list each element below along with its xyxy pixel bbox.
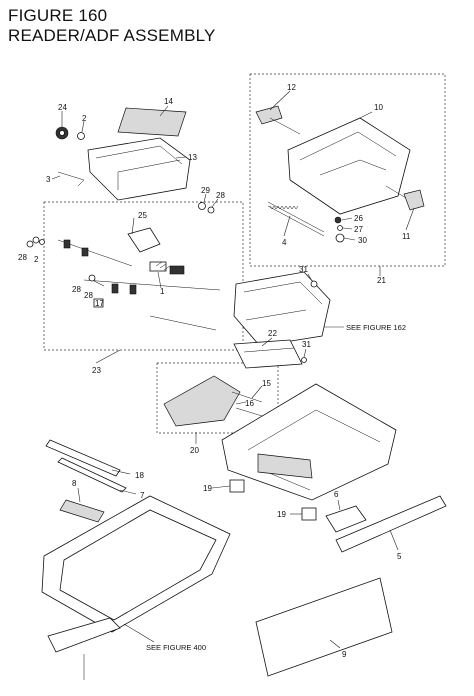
part-5-rail bbox=[335, 495, 447, 553]
part-11-guide bbox=[403, 189, 425, 211]
callout-7: 7 bbox=[140, 491, 145, 500]
callout-11: 11 bbox=[402, 232, 411, 241]
callout-19b: 19 bbox=[277, 510, 286, 519]
part-29 bbox=[198, 202, 206, 210]
feeder-frame bbox=[233, 271, 331, 347]
callout-23: 23 bbox=[92, 366, 101, 375]
callout-13: 13 bbox=[188, 153, 197, 162]
part-25-bracket bbox=[127, 227, 161, 253]
figure-title: FIGURE 160 bbox=[8, 6, 108, 25]
callout-16: 16 bbox=[245, 399, 254, 408]
callout-28c: 28 bbox=[72, 285, 81, 294]
callout-27: 27 bbox=[354, 225, 363, 234]
callout-20: 20 bbox=[190, 446, 199, 455]
part-26 bbox=[334, 216, 342, 224]
leader-lines bbox=[51, 90, 415, 649]
part-7-strip bbox=[57, 457, 127, 493]
group-box-20 bbox=[156, 362, 279, 434]
part-31b-screw bbox=[301, 357, 307, 363]
callout-2b: 2 bbox=[34, 255, 39, 264]
callout-31a: 31 bbox=[299, 265, 308, 274]
callout-29: 29 bbox=[201, 186, 210, 195]
part-3-spring bbox=[57, 171, 85, 187]
callout-9: 9 bbox=[342, 650, 347, 659]
part-18-bar bbox=[45, 439, 121, 477]
callout-28a: 28 bbox=[216, 191, 225, 200]
callout-21: 21 bbox=[377, 276, 386, 285]
part-31-screw bbox=[310, 280, 318, 288]
part-30 bbox=[335, 233, 345, 243]
figure-subtitle: READER/ADF ASSEMBLY bbox=[8, 26, 216, 45]
part-20-cover bbox=[163, 375, 241, 427]
part-9-sheet bbox=[255, 577, 393, 677]
callout-25: 25 bbox=[138, 211, 147, 220]
roller-shaft-lower bbox=[83, 279, 221, 291]
callout-10: 10 bbox=[374, 103, 383, 112]
callout-5: 5 bbox=[397, 552, 402, 561]
callout-8: 8 bbox=[72, 479, 77, 488]
callout-28b: 28 bbox=[18, 253, 27, 262]
callout-31b: 31 bbox=[302, 340, 311, 349]
callout-3: 3 bbox=[46, 175, 51, 184]
callout-28d: 28 bbox=[84, 291, 93, 300]
callout-2a: 2 bbox=[82, 114, 87, 123]
callout-26: 26 bbox=[354, 214, 363, 223]
callout-14: 14 bbox=[164, 97, 173, 106]
roller-shaft-bottom bbox=[149, 315, 217, 331]
part-17-box bbox=[93, 298, 104, 308]
see-figure-400-note: SEE FIGURE 400 bbox=[146, 643, 206, 652]
adf-base-rollers bbox=[257, 453, 313, 479]
callout-30: 30 bbox=[358, 236, 367, 245]
part-4-brush bbox=[267, 201, 325, 237]
callout-22: 22 bbox=[268, 329, 277, 338]
callout-1: 1 bbox=[160, 287, 165, 296]
roller-shaft-upper bbox=[57, 239, 133, 267]
part-8-label bbox=[59, 499, 105, 523]
part-14-sheet bbox=[117, 107, 187, 137]
group-box-21 bbox=[249, 73, 446, 267]
callout-18: 18 bbox=[135, 471, 144, 480]
part-27 bbox=[337, 225, 343, 231]
group-box-23 bbox=[43, 201, 244, 351]
callout-19a: 19 bbox=[203, 484, 212, 493]
part-28-top bbox=[207, 206, 215, 214]
callout-4: 4 bbox=[282, 238, 287, 247]
part-22-guide bbox=[233, 339, 303, 369]
part-16-spring bbox=[231, 391, 263, 403]
part-19a-hinge bbox=[229, 479, 245, 493]
part-12-lever bbox=[255, 105, 283, 125]
part-15-rod bbox=[235, 407, 263, 417]
callout-24: 24 bbox=[58, 103, 67, 112]
callout-labels: 14 13 24 2 3 29 28 12 10 11 4 26 27 30 2… bbox=[18, 83, 411, 659]
part-6-cover bbox=[325, 505, 367, 533]
part-13-cover bbox=[87, 137, 191, 201]
part-19b-hinge bbox=[301, 507, 317, 521]
callout-17: 17 bbox=[95, 299, 104, 308]
see-figure-162-note: SEE FIGURE 162 bbox=[346, 323, 406, 332]
callout-15: 15 bbox=[262, 379, 271, 388]
part-1-roller bbox=[149, 261, 167, 272]
part-2-washer bbox=[77, 132, 85, 140]
callout-12: 12 bbox=[287, 83, 296, 92]
part-10-tray bbox=[287, 117, 411, 215]
reader-bracket bbox=[47, 617, 121, 653]
callout-6: 6 bbox=[334, 490, 339, 499]
